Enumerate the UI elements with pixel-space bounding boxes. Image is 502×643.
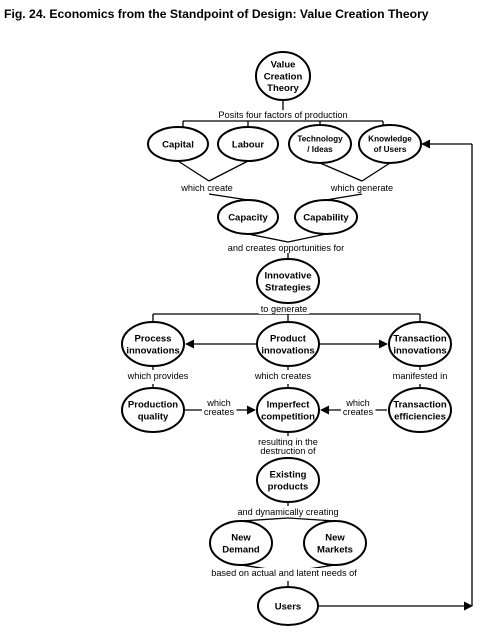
edge-label-text: and dynamically creating [237, 507, 338, 517]
node-capability: Capability [294, 199, 358, 235]
edge-label-text: to generate [261, 304, 308, 314]
node-label: Product [270, 333, 307, 344]
node-label: Value [271, 59, 296, 70]
node-label: Strategies [265, 282, 311, 293]
connector-line [325, 193, 363, 201]
node-label: Transaction [393, 333, 447, 344]
node-label: Labour [232, 139, 264, 150]
edge-label-text: which [345, 398, 370, 408]
connector-line [208, 193, 249, 201]
edge-label-text: and creates opportunities for [228, 243, 344, 253]
node-label: Theory [267, 83, 299, 94]
node-label: Capability [303, 212, 349, 223]
edge-label-to-generate: to generate [258, 304, 310, 314]
edge-label-creates-opportunities: and creates opportunities for [225, 243, 347, 253]
node-label: of Users [374, 145, 407, 154]
node-label: innovations [126, 345, 179, 356]
node-label: competition [261, 411, 315, 422]
node-label: Imperfect [267, 399, 311, 410]
connector-line [177, 160, 210, 182]
edge-label-text: creates [343, 407, 374, 417]
node-label: products [268, 481, 309, 492]
node-label: Existing [270, 469, 307, 480]
node-label: Transaction [393, 399, 447, 410]
node-labour: Labour [217, 126, 279, 162]
node-technology-ideas: Technology/ Ideas [288, 124, 352, 164]
edge-label-which-generate: which generate [327, 183, 396, 193]
node-label: efficiencies [394, 411, 446, 422]
edge-label-based-on-needs: based on actual and latent needs of [209, 568, 360, 578]
node-label: Process [135, 333, 172, 344]
node-label: / Ideas [307, 145, 333, 154]
connector-line [287, 233, 327, 243]
edge-label-which-create: which create [178, 183, 235, 193]
edge-label-posits: Posits four factors of production [216, 110, 350, 120]
node-label: quality [138, 411, 169, 422]
node-label: Innovative [265, 270, 312, 281]
connector-line [319, 162, 363, 182]
edge-label-text: creates [204, 407, 235, 417]
node-label: New [231, 532, 251, 543]
edge-label-text: destruction of [260, 446, 316, 456]
node-label: New [325, 532, 345, 543]
connector-line [287, 517, 336, 522]
node-capital: Capital [147, 126, 209, 162]
edge-label-which-provides: which provides [124, 371, 191, 381]
edge-label-text: resulting in the [258, 437, 318, 447]
edge-label-text: Posits four factors of production [218, 110, 347, 120]
edge-label-text: which provides [127, 371, 189, 381]
connector-line [247, 233, 289, 243]
node-label: Capacity [228, 212, 268, 223]
node-users: Users [257, 586, 319, 626]
node-label: Users [275, 601, 301, 612]
edge-label-manifested-in: manifested in [390, 371, 450, 381]
node-label: innovations [393, 345, 446, 356]
node-label: Knowledge [368, 135, 412, 144]
node-label: Demand [222, 544, 260, 555]
node-label: innovations [261, 345, 314, 356]
edge-label-text: based on actual and latent needs of [211, 568, 357, 578]
connector-line [208, 160, 249, 182]
edge-label-text: which creates [254, 371, 312, 381]
edge-label-text: which create [180, 183, 233, 193]
node-label: Technology [297, 135, 343, 144]
node-label: Capital [162, 139, 194, 150]
edge-label-text: which generate [330, 183, 393, 193]
node-label: Markets [317, 544, 353, 555]
node-label: Production [128, 399, 178, 410]
connector-labels: Posits four factors of production which c… [124, 110, 450, 578]
edge-label-text: manifested in [393, 371, 448, 381]
figure-title: Fig. 24. Economics from the Standpoint o… [4, 7, 429, 21]
node-capacity: Capacity [217, 199, 279, 235]
edge-label-text: which [206, 398, 231, 408]
connector-line [240, 517, 289, 522]
edge-label-dynamically-creating: and dynamically creating [235, 507, 341, 517]
node-label: Creation [264, 71, 303, 82]
edge-label-which-creates-center: which creates [251, 371, 314, 381]
connector-line [361, 162, 391, 182]
